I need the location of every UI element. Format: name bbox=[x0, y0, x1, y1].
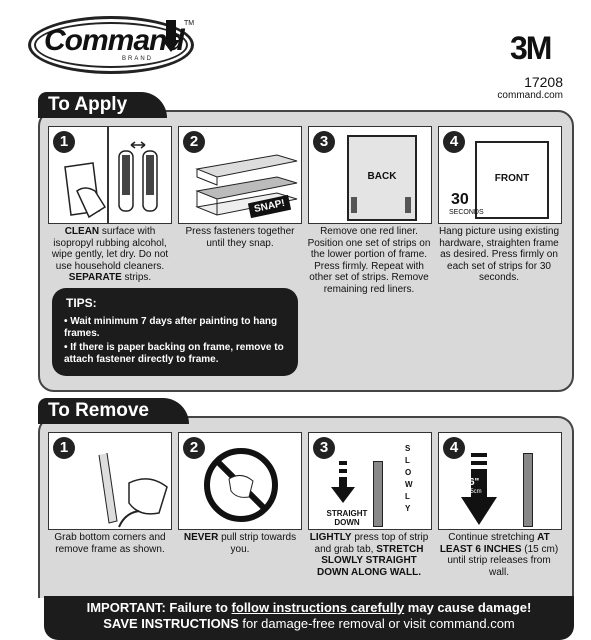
step-number: 4 bbox=[443, 437, 465, 459]
strip bbox=[523, 453, 533, 527]
hook-icon bbox=[162, 20, 180, 52]
trademark: TM bbox=[184, 20, 195, 27]
logo-wordmark: Command bbox=[44, 24, 185, 57]
frame-back-label: BACK bbox=[367, 171, 397, 182]
remove-step-4-panel: 4 6" 15cm bbox=[438, 432, 562, 530]
frame-front-label: FRONT bbox=[494, 173, 530, 184]
stretch-arrow-icon bbox=[461, 453, 497, 525]
step-number: 2 bbox=[183, 437, 205, 459]
logo-brand-text: BRAND bbox=[122, 56, 154, 62]
remove-step-1-panel: 1 bbox=[48, 432, 172, 530]
maker-logo: 3M bbox=[510, 30, 552, 66]
step-number: 1 bbox=[53, 437, 75, 459]
remove-step-4-caption: Continue stretching AT LEAST 6 INCHES (1… bbox=[439, 532, 559, 578]
tips-title: TIPS: bbox=[66, 296, 97, 310]
product-number: 17208 bbox=[524, 74, 563, 90]
step-number: 1 bbox=[53, 131, 75, 153]
timer-unit: SECONDS bbox=[449, 209, 484, 216]
strip bbox=[405, 197, 411, 213]
step-number: 3 bbox=[313, 437, 335, 459]
fifteen-cm-label: 15cm bbox=[467, 489, 482, 495]
down-arrow-icon bbox=[331, 461, 355, 503]
frame-front bbox=[475, 141, 549, 219]
apply-step-3-panel: 3 BACK bbox=[308, 126, 432, 224]
apply-step-4-caption: Hang picture using existing hardware, st… bbox=[438, 226, 560, 283]
strip bbox=[373, 461, 383, 527]
tip-item: • Wait minimum 7 days after painting to … bbox=[64, 316, 278, 339]
divider bbox=[107, 127, 109, 223]
footer-line-1: IMPORTANT: Failure to follow instruction… bbox=[86, 600, 532, 615]
step-number: 2 bbox=[183, 131, 205, 153]
apply-step-1-caption: CLEAN surface with isopropyl rubbing alc… bbox=[51, 226, 169, 283]
remove-step-1-caption: Grab bottom corners and remove frame as … bbox=[54, 532, 166, 555]
step-number: 4 bbox=[443, 131, 465, 153]
important-footer: IMPORTANT: Failure to follow instruction… bbox=[44, 596, 574, 640]
remove-step-3-caption: LIGHTLY press top of strip and grab tab,… bbox=[309, 532, 429, 578]
remove-step-2-panel: 2 bbox=[178, 432, 302, 530]
apply-step-2-caption: Press fasteners together until they snap… bbox=[185, 226, 295, 249]
apply-step-3-caption: Remove one red liner. Position one set o… bbox=[307, 226, 431, 295]
tips-box: TIPS: • Wait minimum 7 days after painti… bbox=[52, 288, 298, 376]
website: command.com bbox=[497, 90, 563, 101]
prohibited-icon bbox=[204, 448, 278, 522]
remove-step-2-caption: NEVER pull strip towards you. bbox=[183, 532, 297, 555]
step-number: 3 bbox=[313, 131, 335, 153]
timer-number: 30 bbox=[451, 191, 469, 208]
separate-strips-icon bbox=[118, 141, 158, 212]
remove-frame-icon bbox=[98, 452, 168, 528]
wipe-hand-icon bbox=[64, 162, 107, 219]
apply-step-1-panel: 1 bbox=[48, 126, 172, 224]
apply-step-4-panel: 4 FRONT 30 SECONDS bbox=[438, 126, 562, 224]
six-inch-label: 6" bbox=[469, 477, 480, 488]
footer-link: follow instructions carefully bbox=[231, 600, 405, 615]
slowly-label: SLOWLY bbox=[405, 444, 413, 513]
remove-title: To Remove bbox=[38, 398, 190, 424]
footer-line-2: SAVE INSTRUCTIONS for damage-free remova… bbox=[103, 616, 515, 631]
tip-item: • If there is paper backing on frame, re… bbox=[64, 342, 284, 365]
apply-step-2-panel: 2 SNAP! bbox=[178, 126, 302, 224]
apply-title: To Apply bbox=[38, 92, 168, 118]
strip bbox=[351, 197, 357, 213]
